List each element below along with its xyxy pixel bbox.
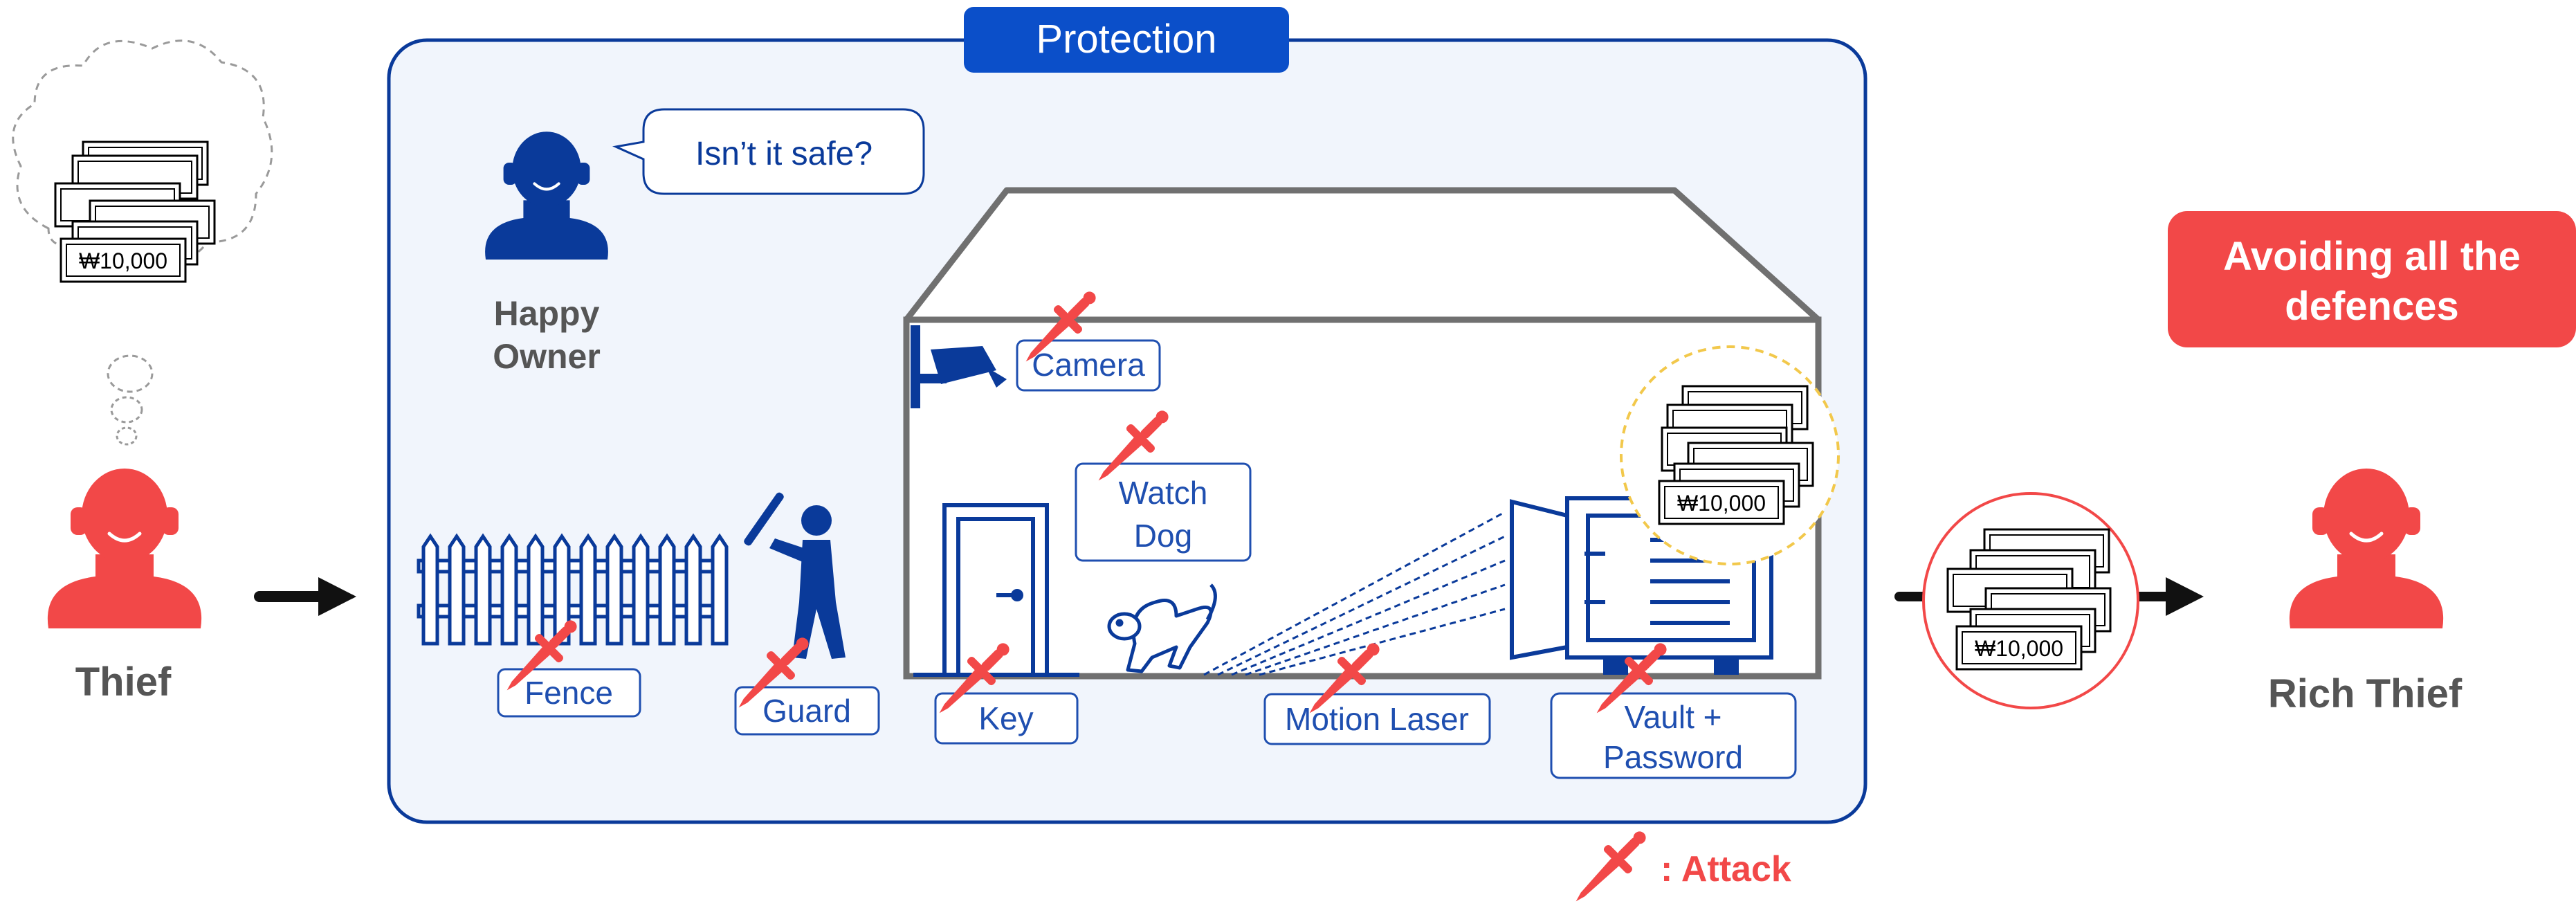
vault-note-label: ₩10,000: [1677, 491, 1766, 516]
key-label-box: [934, 692, 1079, 745]
camera-label: Camera: [1032, 347, 1145, 383]
guard-label-box: [734, 686, 880, 736]
camera-icon: [911, 325, 1007, 408]
thought-note-label: ₩10,000: [79, 248, 167, 273]
title-box: [964, 7, 1289, 73]
vault-label-line2: Password: [1603, 739, 1743, 775]
speech-text: Isn’t it safe?: [695, 136, 873, 172]
vault-label-line1: Vault +: [1624, 699, 1721, 735]
door-icon: [913, 503, 1079, 677]
legend-attack-icon: [1563, 820, 1657, 914]
legend-attack-label: : Attack: [1661, 849, 1791, 889]
banner-line1: Avoiding all the: [2223, 234, 2521, 279]
dog-icon: [1107, 583, 1217, 673]
motion-laser-label: Motion Laser: [1285, 701, 1469, 737]
arrow-right-icon: [254, 577, 356, 616]
rich-thief-label: Rich Thief: [2268, 671, 2463, 716]
rich-thief-icon: [2290, 469, 2443, 628]
motion-laser-beams: [1203, 511, 1506, 676]
watch-dog-label-box: [1075, 462, 1252, 562]
page-title: Protection: [1036, 17, 1216, 62]
watch-dog-label-line1: Watch: [1119, 475, 1208, 511]
banner-box: [2168, 211, 2576, 347]
thief-icon: [48, 469, 201, 628]
thought-money-stack: ₩10,000: [54, 140, 216, 283]
fence-label-box: [497, 668, 641, 718]
stolen-note-label: ₩10,000: [1975, 636, 2063, 661]
banner-line2: defences: [2285, 284, 2458, 329]
fence-icon: [417, 533, 729, 646]
vault-label-box: [1550, 692, 1797, 779]
camera-label-box: [1016, 339, 1161, 392]
owner-label-line1: Happy: [494, 294, 600, 333]
guard-label: Guard: [762, 693, 851, 729]
motion-laser-label-box: [1263, 693, 1491, 745]
fence-label: Fence: [524, 675, 613, 711]
vault-money-stack: ₩10,000: [1658, 385, 1814, 525]
thief-label: Thief: [75, 660, 172, 705]
owner-label-line2: Owner: [493, 337, 601, 376]
stolen-money-stack: ₩10,000: [1946, 528, 2112, 671]
watch-dog-label-line2: Dog: [1134, 518, 1192, 554]
key-label: Key: [978, 700, 1033, 736]
speech-bubble: Isn’t it safe?: [612, 108, 925, 195]
guard-icon: [744, 492, 846, 659]
